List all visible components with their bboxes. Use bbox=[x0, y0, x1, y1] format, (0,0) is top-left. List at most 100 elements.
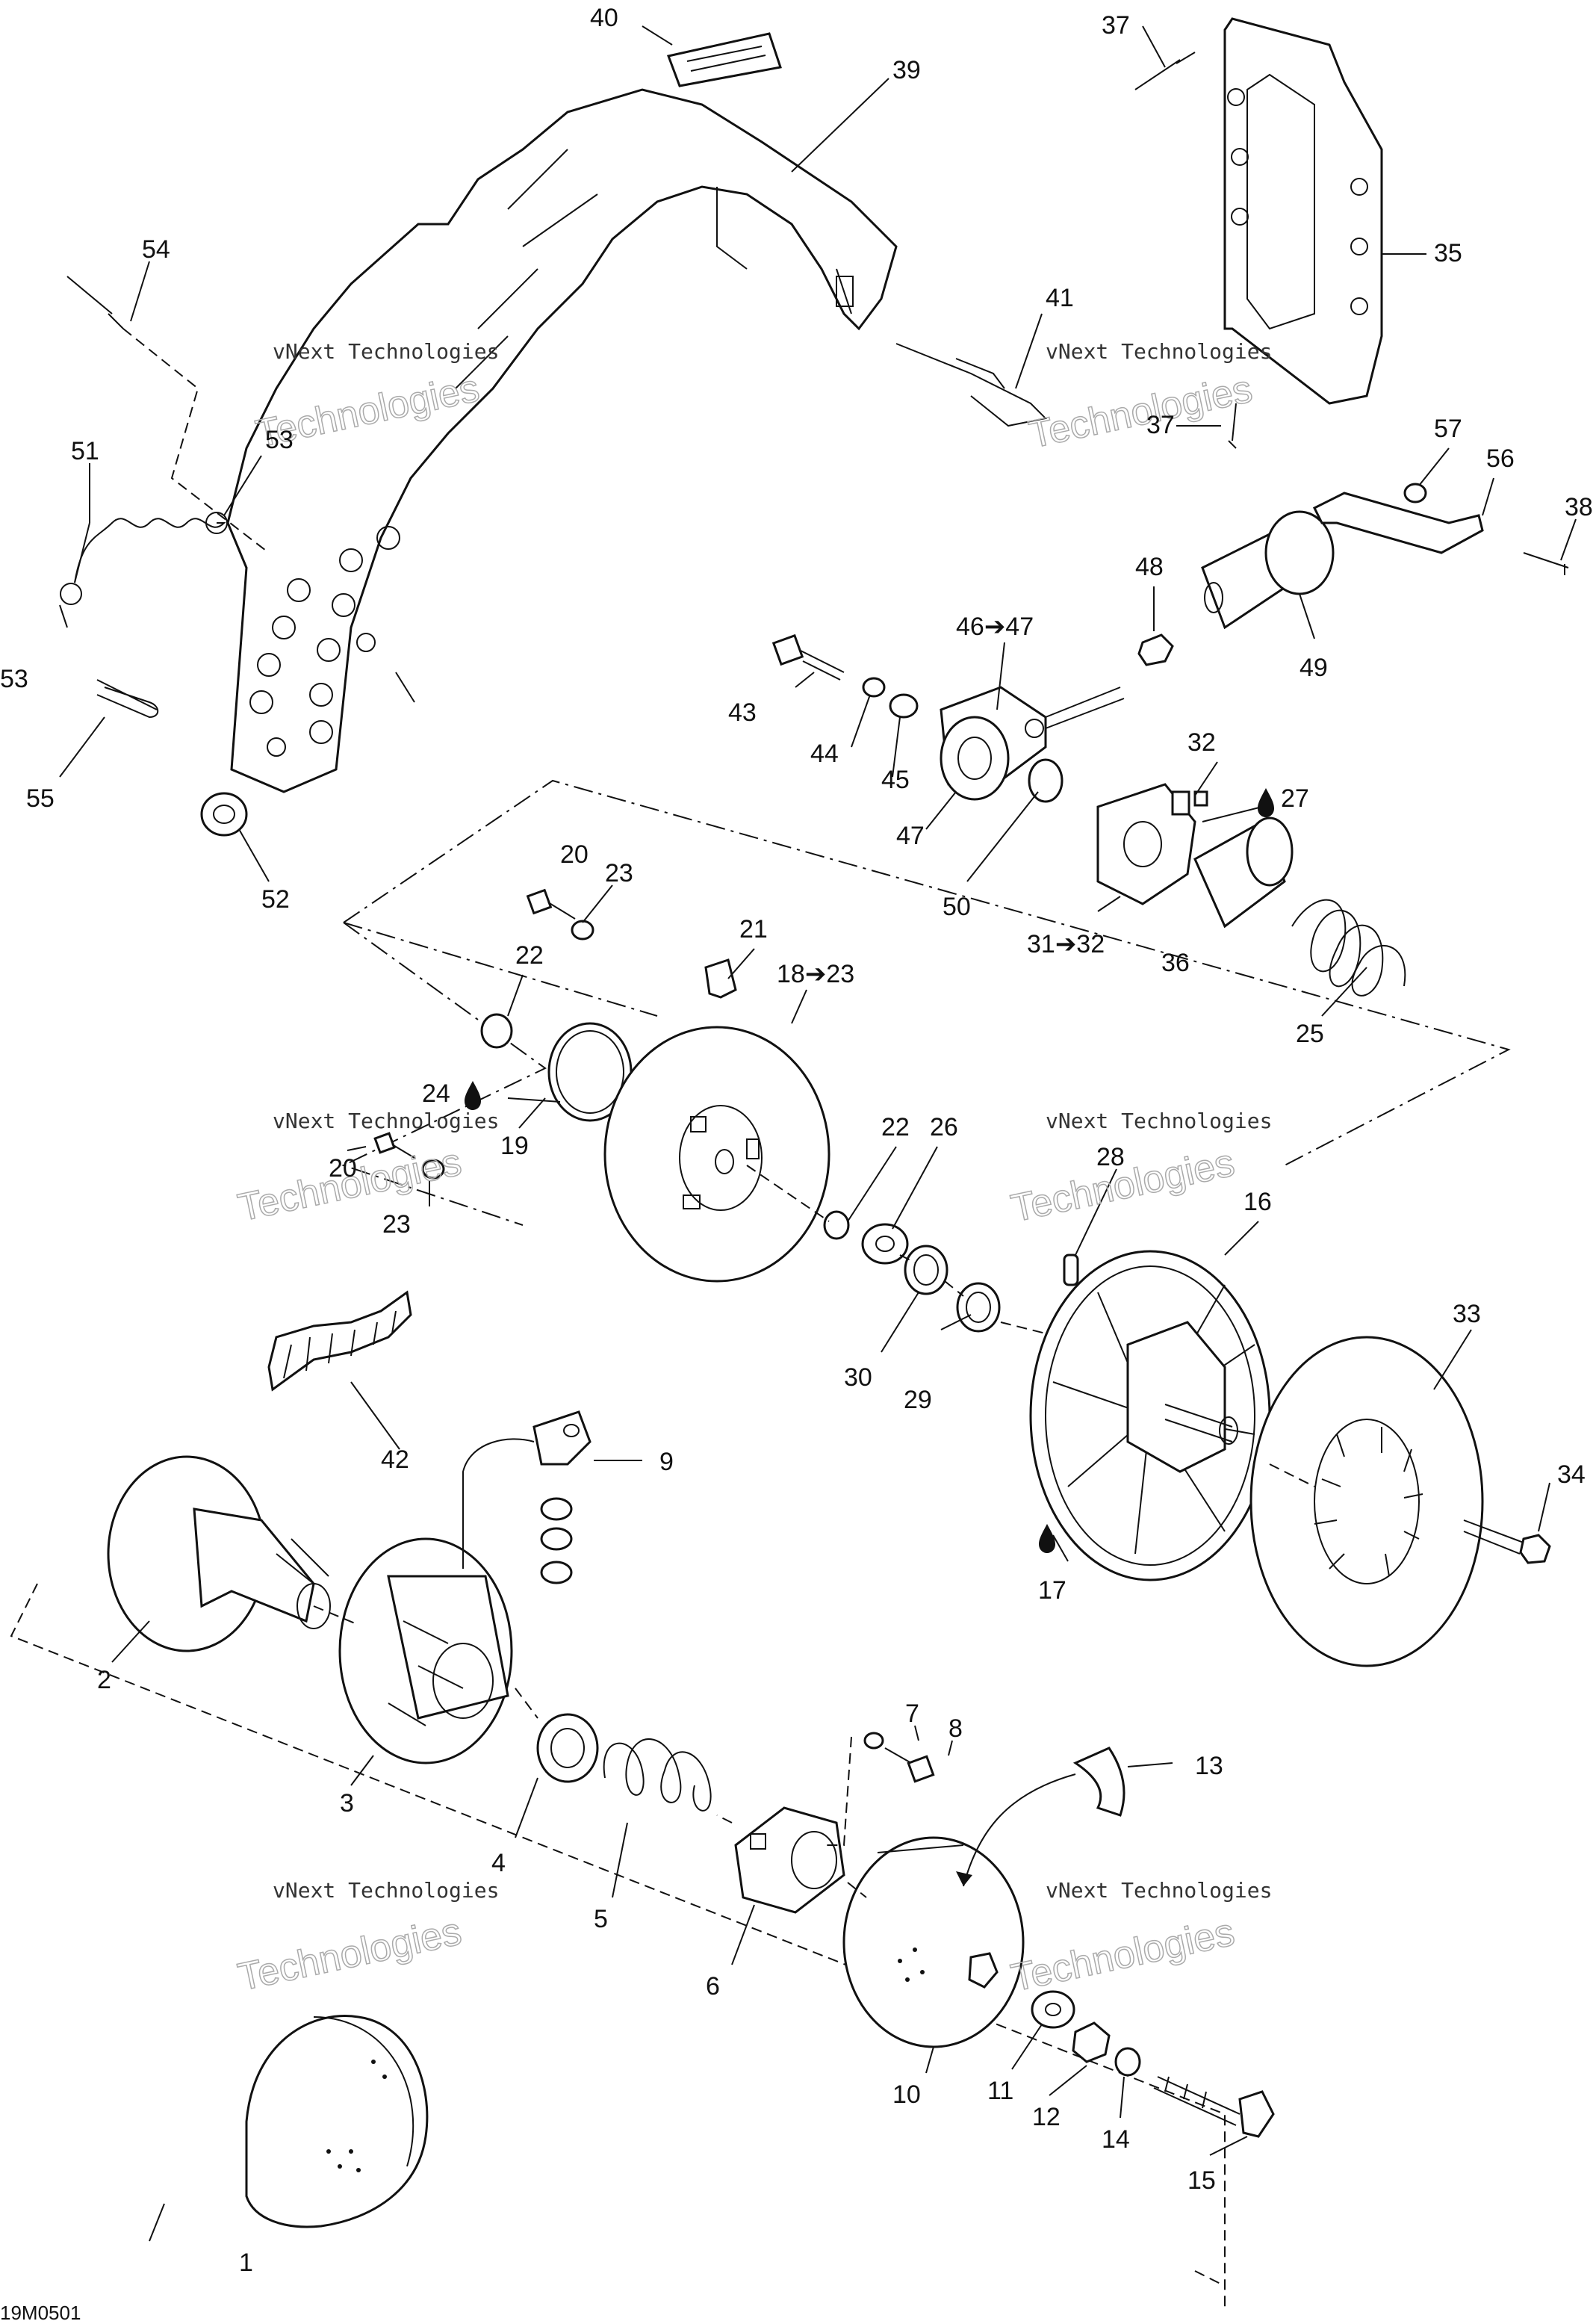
label-27: 27 bbox=[1281, 784, 1309, 813]
bolt-34 bbox=[1463, 1519, 1551, 1564]
label-9: 9 bbox=[659, 1448, 674, 1476]
label-22-upper: 22 bbox=[515, 941, 544, 970]
tether-cable bbox=[74, 518, 226, 583]
label-25: 25 bbox=[1296, 1020, 1324, 1048]
warning-decal bbox=[666, 32, 782, 87]
reference-code: 19M0501 bbox=[0, 2302, 81, 2324]
washer-45 bbox=[889, 693, 919, 719]
label-5: 5 bbox=[594, 1905, 608, 1933]
guard-vent-holes bbox=[249, 526, 400, 757]
washer-11 bbox=[1031, 1990, 1075, 2029]
washer-44 bbox=[862, 677, 886, 698]
label-23-lower: 23 bbox=[382, 1210, 411, 1239]
label-52: 52 bbox=[261, 885, 290, 914]
label-12: 12 bbox=[1032, 2103, 1061, 2131]
label-48: 48 bbox=[1135, 553, 1164, 581]
label-50: 50 bbox=[943, 893, 971, 921]
roller-ring-a bbox=[540, 1497, 573, 1521]
washer-26 bbox=[861, 1223, 909, 1265]
label-43: 43 bbox=[728, 698, 757, 727]
drive-pulley-fixed-sheave bbox=[107, 1455, 331, 1652]
label-20-lower: 20 bbox=[329, 1154, 357, 1183]
svg-text:Technologies: Technologies bbox=[1007, 1911, 1238, 2001]
leader-lines bbox=[59, 25, 1577, 2242]
roller-ring-c bbox=[540, 1561, 573, 1584]
label-49: 49 bbox=[1300, 654, 1328, 682]
label-8: 8 bbox=[948, 1714, 963, 1743]
svg-text:vNext Technologies: vNext Technologies bbox=[273, 339, 499, 364]
spring-25 bbox=[1291, 899, 1406, 997]
label-53-right: 53 bbox=[265, 426, 294, 454]
small-washer-57 bbox=[1403, 483, 1427, 503]
label-35: 35 bbox=[1434, 239, 1462, 267]
drive-pulley-cap bbox=[245, 2015, 429, 2228]
watermark-bottom-right: vNext Technologies Technologies bbox=[1007, 1878, 1272, 2001]
svg-text:vNext Technologies: vNext Technologies bbox=[273, 1109, 499, 1133]
label-42: 42 bbox=[381, 1445, 409, 1474]
nut-12 bbox=[1072, 2021, 1111, 2063]
grommet bbox=[200, 792, 248, 837]
label-16: 16 bbox=[1243, 1188, 1272, 1216]
label-3: 3 bbox=[340, 1789, 354, 1818]
drive-belt bbox=[267, 1290, 412, 1392]
washer-7 bbox=[863, 1732, 884, 1750]
support-shaft bbox=[1201, 510, 1335, 630]
plate-holes bbox=[1227, 88, 1368, 315]
label-37-bottom: 37 bbox=[1146, 411, 1175, 439]
label-19: 19 bbox=[500, 1132, 529, 1160]
label-41: 41 bbox=[1046, 284, 1074, 312]
label-31: 31➔32 bbox=[1027, 930, 1105, 958]
roller-ring-b bbox=[540, 1527, 573, 1551]
label-37-top: 37 bbox=[1102, 11, 1130, 40]
tether-ring-right bbox=[205, 512, 228, 534]
watermark-bottom-left: vNext Technologies Technologies bbox=[234, 1878, 499, 2000]
oil-drop-icon bbox=[465, 1081, 481, 1110]
rivet-right bbox=[1523, 552, 1569, 575]
pin-28 bbox=[1063, 1254, 1079, 1286]
label-29: 29 bbox=[904, 1386, 932, 1414]
label-15: 15 bbox=[1187, 2166, 1216, 2195]
label-34: 34 bbox=[1557, 1460, 1586, 1489]
svg-text:vNext Technologies: vNext Technologies bbox=[273, 1878, 499, 1903]
label-47: 47 bbox=[896, 822, 925, 850]
label-11: 11 bbox=[987, 2077, 1013, 2105]
svg-text:Technologies: Technologies bbox=[235, 1909, 465, 1999]
label-44: 44 bbox=[810, 740, 839, 768]
tether-ring-left bbox=[60, 583, 82, 605]
washer-4 bbox=[536, 1713, 599, 1783]
washer-14 bbox=[1114, 2047, 1141, 2077]
movable-sheave bbox=[1029, 1250, 1271, 1581]
svg-text:vNext Technologies: vNext Technologies bbox=[1046, 339, 1272, 364]
label-1: 1 bbox=[239, 2249, 253, 2277]
fixed-sheave bbox=[603, 1026, 830, 1283]
washer-23-upper bbox=[571, 920, 594, 941]
label-20-upper: 20 bbox=[560, 840, 589, 869]
screw-20-lower bbox=[373, 1132, 415, 1159]
label-39: 39 bbox=[892, 56, 921, 84]
label-18: 18➔23 bbox=[777, 960, 854, 988]
label-57: 57 bbox=[1434, 415, 1462, 443]
label-10: 10 bbox=[892, 2080, 921, 2109]
svg-text:Technologies: Technologies bbox=[1025, 368, 1256, 457]
washer-23-lower bbox=[421, 1159, 445, 1180]
label-45: 45 bbox=[881, 766, 910, 794]
label-38: 38 bbox=[1565, 493, 1593, 521]
label-24: 24 bbox=[422, 1079, 450, 1108]
watermark-mid-left: vNext Technologies Technologies bbox=[234, 1109, 499, 1230]
label-46: 46➔47 bbox=[956, 613, 1034, 641]
bearing-holder bbox=[940, 686, 1125, 801]
label-53-left: 53 bbox=[0, 665, 28, 693]
bushing-36 bbox=[1193, 817, 1294, 929]
label-4: 4 bbox=[491, 1849, 506, 1877]
svg-text:vNext Technologies: vNext Technologies bbox=[1046, 1878, 1272, 1903]
part-labels: 1 2 3 4 5 6 7 8 9 10 11 12 13 14 15 16 1… bbox=[0, 4, 1593, 2277]
label-2: 2 bbox=[97, 1666, 111, 1694]
roller-9 bbox=[532, 1410, 591, 1466]
rivet-top bbox=[1134, 52, 1196, 90]
watermark-mid-right: vNext Technologies Technologies bbox=[1007, 1109, 1272, 1231]
label-32: 32 bbox=[1187, 728, 1216, 757]
cam-assembly bbox=[1096, 783, 1208, 905]
oil-drop-icon bbox=[1039, 1524, 1055, 1553]
label-54: 54 bbox=[142, 235, 170, 264]
